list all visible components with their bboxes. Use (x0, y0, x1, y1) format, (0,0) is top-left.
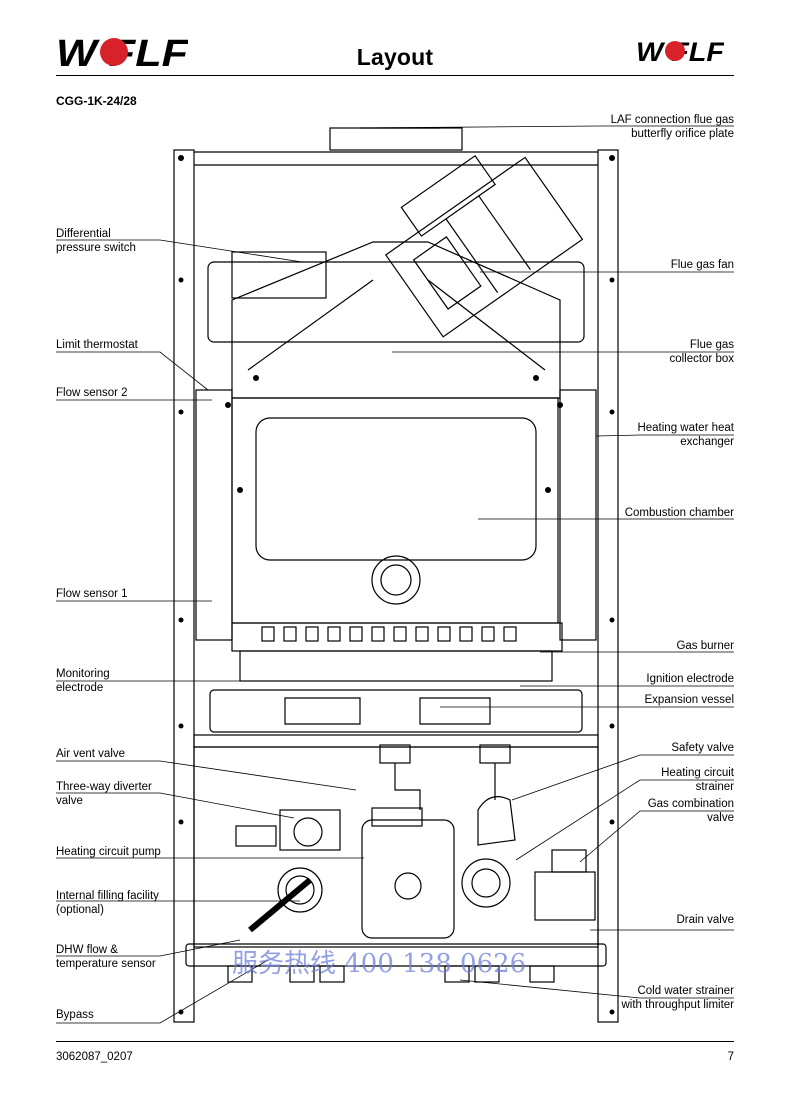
label-flow-sensor-1: Flow sensor 1 (56, 587, 128, 601)
label-line: Monitoring (56, 668, 110, 680)
combustion-chamber-part (231, 397, 559, 624)
label-internal-filling-facility: Internal filling facility (optional) (56, 889, 159, 917)
label-dhw-flow-temperature-sensor: DHW flow & temperature sensor (56, 943, 156, 971)
model-number: CGG-1K-24/28 (56, 94, 137, 108)
label-line: Flue gas fan (670, 259, 734, 271)
label-line: Three-way diverter (56, 781, 152, 793)
label-line: Cold water strainer (637, 985, 734, 997)
label-line: Flow sensor 1 (56, 588, 128, 600)
label-line: strainer (695, 781, 734, 793)
label-line: Bypass (56, 1009, 94, 1021)
label-heating-water-heat-exchanger: Heating water heat exchanger (637, 421, 734, 449)
wolf-logo-small: W FLF (636, 38, 724, 64)
label-line: Safety valve (671, 742, 734, 754)
burner-nozzles (261, 626, 517, 642)
watermark-text: 服务热线 400 138 0626 (232, 949, 526, 979)
label-line: LAF connection flue gas (610, 114, 734, 126)
label-line: (optional) (56, 904, 104, 916)
label-line: exchanger (680, 436, 734, 448)
label-line: pressure switch (56, 242, 136, 254)
label-gas-combination-valve: Gas combination valve (648, 797, 734, 825)
wolf-logo: W FLF (56, 34, 188, 70)
label-line: Differential (56, 228, 111, 240)
label-line: Gas combination (647, 798, 734, 810)
label-laf-connection: LAF connection flue gas butterfly orific… (611, 113, 734, 141)
label-line: Limit thermostat (56, 339, 138, 351)
label-line: Flow sensor 2 (56, 387, 128, 399)
label-line: butterfly orifice plate (631, 128, 734, 140)
footer-rule (56, 1041, 734, 1042)
label-cold-water-strainer: Cold water strainer with throughput limi… (622, 984, 735, 1012)
label-line: Gas burner (676, 640, 734, 652)
label-line: temperature sensor (56, 958, 156, 970)
label-line: Drain valve (676, 914, 734, 926)
label-line: valve (707, 812, 734, 824)
page-title: Layout (356, 44, 434, 70)
label-flue-gas-fan: Flue gas fan (671, 258, 734, 272)
wolf-logo-mark: W FLF (56, 34, 188, 70)
label-line: valve (56, 795, 83, 807)
label-heating-circuit-pump: Heating circuit pump (56, 845, 161, 859)
label-line: Heating water heat (637, 422, 734, 434)
label-line: collector box (669, 353, 734, 365)
label-line: Heating circuit (661, 767, 734, 779)
expansion-vessel-part (209, 689, 583, 733)
right-frame-rail (597, 149, 619, 1023)
flue-gas-fan-part (384, 154, 584, 338)
label-flow-sensor-2: Flow sensor 2 (56, 386, 128, 400)
label-limit-thermostat: Limit thermostat (56, 338, 138, 352)
label-line: Air vent valve (56, 748, 126, 760)
page-number: 7 (727, 1051, 734, 1063)
label-line: with throughput limiter (621, 999, 735, 1011)
label-safety-valve: Safety valve (671, 741, 734, 755)
leader-lines (56, 125, 734, 1024)
label-line: Internal filling facility (56, 890, 159, 902)
label-expansion-vessel: Expansion vessel (645, 693, 735, 707)
label-heating-circuit-strainer: Heating circuit strainer (661, 766, 734, 794)
label-line: Heating circuit pump (56, 846, 161, 858)
heating-circuit-pump-part (361, 819, 455, 939)
left-frame-rail (173, 149, 195, 1023)
collector-box-part (231, 241, 561, 399)
label-differential-pressure-switch: Differential pressure switch (56, 227, 136, 255)
gas-combination-valve-part (534, 871, 596, 921)
label-line: electrode (56, 682, 104, 694)
document-number: 3062087_0207 (56, 1051, 133, 1063)
label-drain-valve: Drain valve (676, 913, 734, 927)
label-line: Combustion chamber (624, 507, 734, 519)
label-three-way-diverter-valve: Three-way diverter valve (56, 780, 152, 808)
wolf-logo-small-mark: W FLF (636, 38, 724, 64)
label-line: Expansion vessel (644, 694, 735, 706)
laf-connection-part (329, 127, 463, 151)
label-combustion-chamber: Combustion chamber (625, 506, 734, 520)
label-line: Ignition electrode (646, 673, 734, 685)
label-flue-gas-collector-box: Flue gas collector box (669, 338, 734, 366)
three-way-valve-part (279, 809, 341, 851)
label-line: Flue gas (689, 339, 734, 351)
label-gas-burner: Gas burner (676, 639, 734, 653)
label-line: DHW flow & (56, 944, 118, 956)
label-air-vent-valve: Air vent valve (56, 747, 125, 761)
header-rule (56, 75, 734, 76)
label-ignition-electrode: Ignition electrode (646, 672, 734, 686)
label-monitoring-electrode: Monitoring electrode (56, 667, 110, 695)
label-bypass: Bypass (56, 1008, 94, 1022)
